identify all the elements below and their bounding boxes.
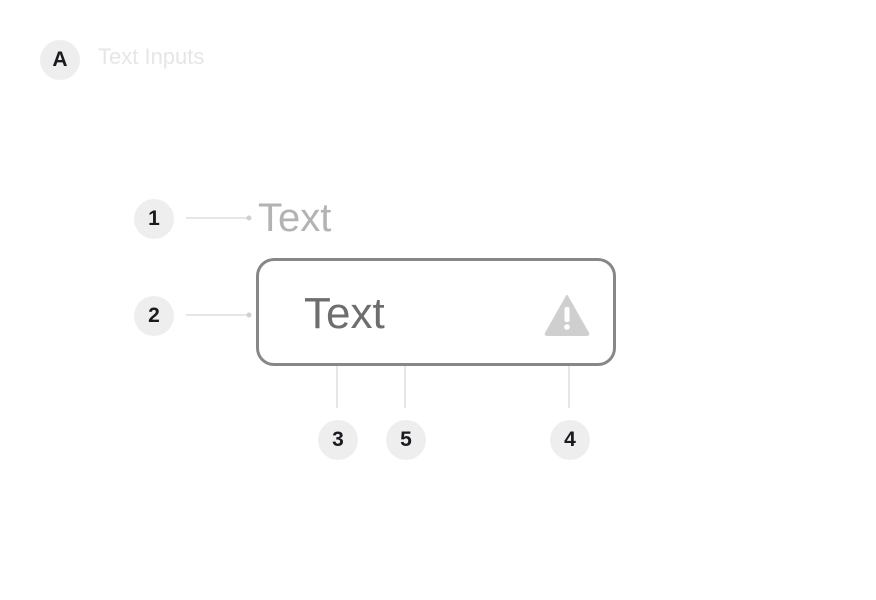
warning-icon [544,295,590,336]
text-input-container[interactable] [256,258,616,366]
input-label: Text [258,196,332,240]
section-badge: A [40,40,80,80]
input-value[interactable]: Text [304,289,385,338]
leader-dot-1 [246,215,252,221]
marker-1: 1 [134,199,174,239]
marker-3: 3 [318,420,358,460]
marker-4: 4 [550,420,590,460]
marker-2: 2 [134,296,174,336]
marker-5: 5 [386,420,426,460]
leader-dot-2 [246,312,252,318]
section-title: Text Inputs [98,44,205,69]
